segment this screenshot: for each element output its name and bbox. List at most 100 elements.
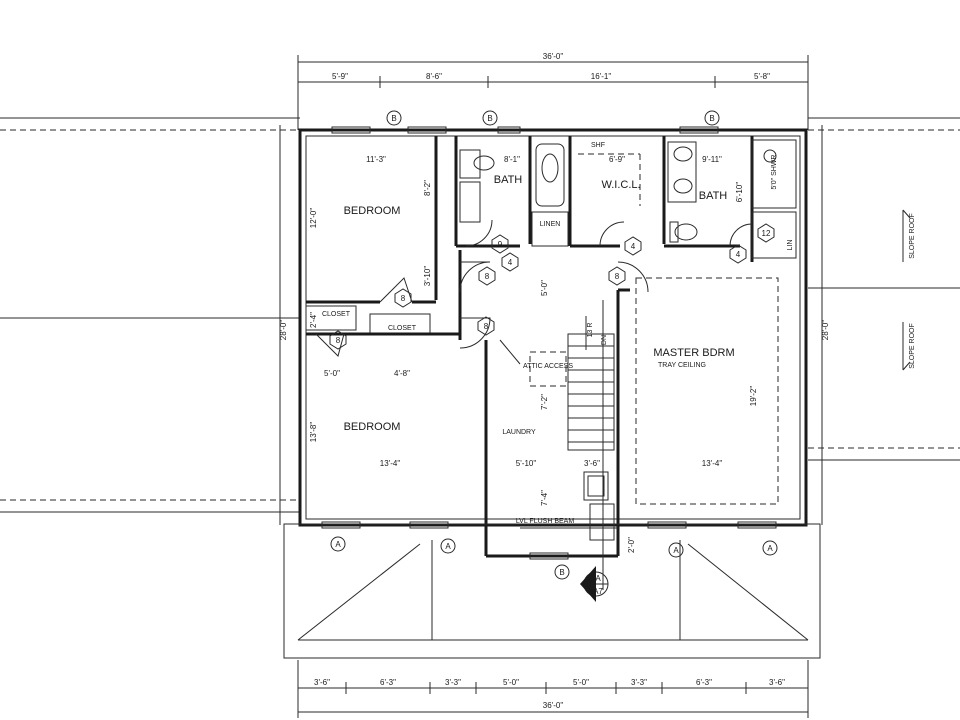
bath-fixtures — [459, 141, 777, 243]
roof-eave-lines — [0, 117, 960, 525]
room-label-bath-right: BATH — [699, 190, 728, 202]
master-note: TRAY CEILING — [658, 362, 706, 369]
svg-text:8: 8 — [336, 336, 341, 345]
dim-bed-top-h: 12'-0" — [309, 208, 318, 229]
svg-text:4: 4 — [631, 242, 636, 251]
door-swings — [315, 219, 753, 365]
room-label-linen: LINEN — [540, 221, 561, 228]
svg-text:8: 8 — [401, 294, 406, 303]
dim-bath-left-w: 8'-1" — [504, 155, 520, 164]
slope-roof-note-lower: SLOPE ROOF — [909, 323, 916, 369]
window-tag-3: B — [704, 110, 720, 126]
door-tag-7: 8 — [394, 288, 412, 308]
svg-text:12: 12 — [762, 229, 771, 238]
svg-text:4: 4 — [736, 250, 741, 259]
room-label-wic: W.I.C.L. — [601, 179, 640, 191]
svg-text:8: 8 — [485, 272, 490, 281]
svg-text:A: A — [673, 546, 679, 555]
svg-text:B: B — [559, 568, 564, 577]
top-dimension-lines — [297, 55, 809, 130]
room-label-master: MASTER BDRM — [653, 347, 734, 359]
door-tag-9: 9 — [491, 234, 509, 254]
section-marker: A A7 — [580, 566, 609, 602]
svg-text:8: 8 — [484, 322, 489, 331]
dim-bed-top-side2: 3'-10" — [423, 266, 432, 287]
svg-text:8: 8 — [615, 272, 620, 281]
door-tag-3: 4 — [729, 244, 747, 264]
room-label-closet-a: CLOSET — [322, 311, 351, 318]
svg-text:B: B — [709, 114, 714, 123]
stair-note: 13 R — [587, 323, 594, 338]
room-label-laundry: LAUNDRY — [502, 429, 536, 436]
dim-bed-bot-h: 13'-8" — [309, 422, 318, 443]
window-tag-5: A — [330, 536, 346, 552]
dim-laundry-w: 5'-10" — [516, 459, 537, 468]
overall-bottom-dim: 36'-0" — [543, 701, 564, 710]
slope-roof-lower: SLOPE ROOF — [902, 322, 916, 371]
dim-bed-bot-w: 13'-4" — [380, 459, 401, 468]
windows — [321, 126, 777, 560]
door-tag-1: 4 — [501, 252, 519, 272]
beam-label: LVL FLUSH BEAM — [516, 518, 575, 525]
svg-text:A: A — [335, 540, 341, 549]
top-seg-1: 5'-9" — [332, 72, 348, 81]
shelf-label: SHF — [591, 142, 605, 149]
dim-laundry-b: 3'-6" — [584, 459, 600, 468]
bottom-seg-1: 3'-6" — [314, 678, 330, 687]
window-tag-4: B — [554, 564, 570, 580]
dim-wic-w: 6'-9" — [609, 155, 625, 164]
bottom-seg-3: 3'-3" — [445, 678, 461, 687]
dim-master-h: 19'-2" — [749, 386, 758, 407]
slope-roof-note-upper: SLOPE ROOF — [909, 213, 916, 259]
interior-walls — [305, 136, 797, 590]
svg-text:B: B — [487, 114, 492, 123]
bottom-seg-8: 3'-6" — [769, 678, 785, 687]
room-label-bedroom-bottom: BEDROOM — [344, 421, 401, 433]
dim-laundry-h: 7'-2" — [540, 394, 549, 410]
shower-label: 5'0" SHWR — [771, 155, 778, 190]
dim-hall-h: 5'-0" — [540, 280, 549, 296]
room-label-bath-left: BATH — [494, 174, 523, 186]
bottom-dimension-lines — [297, 660, 809, 718]
dim-bed-bot-b: 4'-8" — [394, 369, 410, 378]
bottom-seg-5: 5'-0" — [573, 678, 589, 687]
top-seg-4: 5'-8" — [754, 72, 770, 81]
section-ref-letter: A — [595, 574, 601, 583]
room-label-bedroom-top: BEDROOM — [344, 205, 401, 217]
svg-text:A: A — [767, 544, 773, 553]
bottom-seg-2: 6'-3" — [380, 678, 396, 687]
window-tag-6: A — [440, 538, 456, 554]
porch-roof — [283, 523, 821, 659]
room-label-attic: ATTIC ACCESS — [523, 363, 573, 370]
door-tag-8: 8 — [329, 330, 347, 350]
door-tag-4: 8 — [478, 266, 496, 286]
exterior-walls — [298, 128, 808, 527]
overall-top-dim: 36'-0" — [543, 52, 564, 61]
svg-text:4: 4 — [508, 258, 513, 267]
svg-text:9: 9 — [498, 240, 503, 249]
dim-closet-h: 2'-4" — [309, 312, 318, 328]
right-overall-dim: 28'-0" — [821, 320, 830, 341]
room-label-closet-b: CLOSET — [388, 325, 417, 332]
bottom-seg-6: 3'-3" — [631, 678, 647, 687]
dim-bed-top-side: 8'-2" — [423, 180, 432, 196]
dim-bath-right-w: 9'-11" — [702, 155, 722, 164]
door-tag-10: 12 — [757, 223, 775, 243]
window-tag-7: A — [668, 542, 684, 558]
door-tag-5: 8 — [477, 316, 495, 336]
svg-text:B: B — [391, 114, 396, 123]
room-label-lin: LIN — [787, 240, 794, 251]
window-tag-8: A — [762, 540, 778, 556]
left-overall-dim: 28'-0" — [279, 320, 288, 341]
dim-bed-top-w: 11'-3" — [366, 155, 386, 164]
slope-roof-upper: SLOPE ROOF — [902, 209, 916, 262]
door-tag-6: 8 — [608, 266, 626, 286]
window-tag-1: B — [386, 110, 402, 126]
door-tag-2: 4 — [624, 236, 642, 256]
section-ref-sheet: A7 — [593, 587, 603, 596]
dim-stub: 2'-0" — [627, 537, 636, 553]
top-seg-3: 16'-1" — [591, 72, 612, 81]
window-tag-2: B — [482, 110, 498, 126]
dim-laundry-c: 7'-4" — [540, 490, 549, 506]
